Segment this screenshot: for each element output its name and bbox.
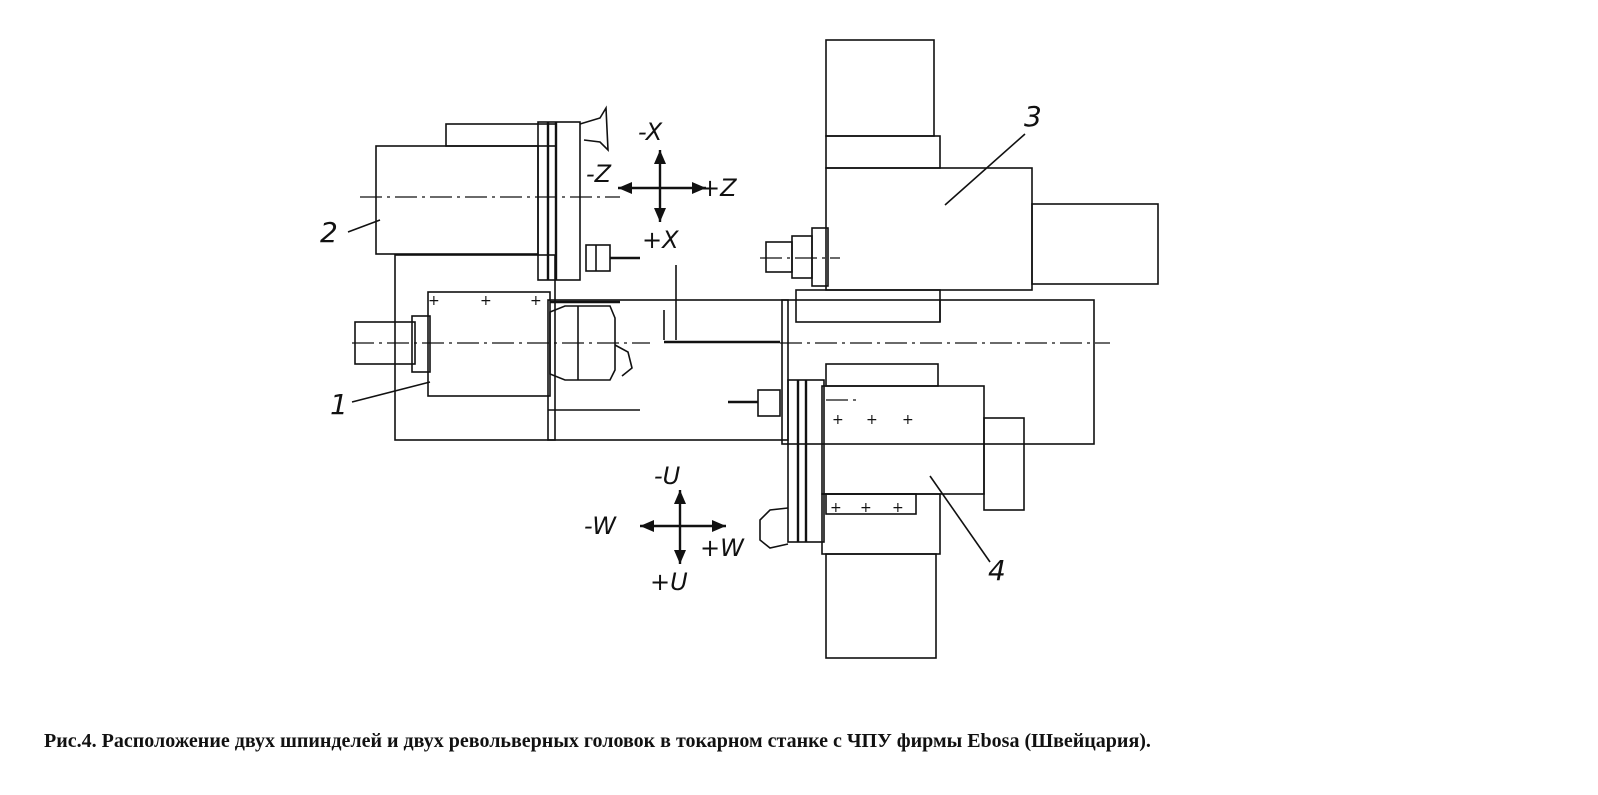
- left-base: [394, 254, 789, 441]
- spindle-1: [354, 265, 780, 397]
- center-lines: [352, 196, 1110, 401]
- plus-mark: +: [832, 412, 844, 428]
- plus-mark: +: [830, 500, 842, 516]
- axis-label-plus-z: +Z: [700, 174, 737, 202]
- axis-label-plus-x: +X: [642, 226, 679, 254]
- turret-3: [765, 39, 1159, 323]
- axis-label-minus-z: -Z: [586, 160, 612, 188]
- turret-4: [728, 363, 1025, 659]
- axis-label-minus-w: -W: [584, 512, 617, 540]
- figure-caption: Рис.4. Расположение двух шпинделей и дву…: [44, 730, 1151, 752]
- xz-arrows: [618, 150, 706, 222]
- axis-label-minus-u: -U: [654, 462, 681, 490]
- axis-label-plus-w: +W: [700, 534, 745, 562]
- plus-mark: +: [860, 500, 872, 516]
- uw-arrows: [640, 490, 726, 564]
- axis-label-minus-x: -X: [638, 118, 663, 146]
- leader-lines: [347, 133, 1026, 563]
- plus-mark: +: [892, 500, 904, 516]
- plus-mark: +: [902, 412, 914, 428]
- right-spindle-housing: [781, 299, 1095, 445]
- part-label-2: 2: [320, 216, 338, 249]
- turret-2: [375, 105, 640, 281]
- axis-label-plus-u: +U: [650, 568, 688, 596]
- plus-marks: + + + + + + + + +: [428, 293, 914, 516]
- plus-mark: +: [530, 293, 542, 309]
- part-label-4: 4: [988, 554, 1006, 587]
- plus-mark: +: [428, 293, 440, 309]
- part-label-3: 3: [1024, 100, 1042, 133]
- plus-mark: +: [480, 293, 492, 309]
- plus-mark: +: [866, 412, 878, 428]
- part-label-1: 1: [330, 388, 348, 421]
